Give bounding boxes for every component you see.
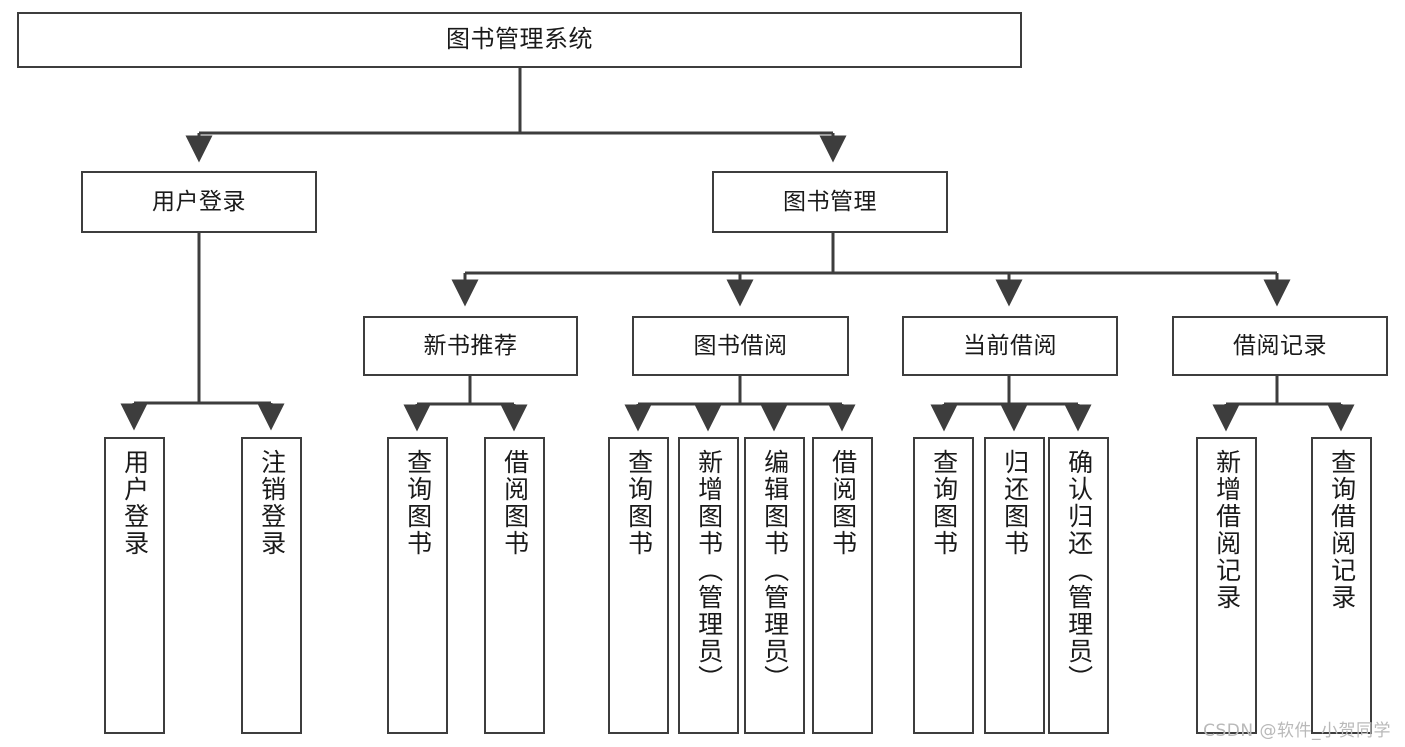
node-book-management[interactable]: 图书管理	[712, 171, 948, 233]
node-label: 归还图书	[1000, 449, 1030, 557]
node-label: 借阅记录	[1233, 332, 1327, 359]
node-new-book-recommend[interactable]: 新书推荐	[363, 316, 578, 376]
node-label: 图书借阅	[693, 332, 788, 359]
node-borrow-record[interactable]: 借阅记录	[1172, 316, 1388, 376]
node-label: 新增图书（管理员）	[694, 449, 724, 692]
node-label: 查询图书	[624, 449, 654, 557]
node-root-system[interactable]: 图书管理系统	[17, 12, 1022, 68]
node-book-borrow[interactable]: 图书借阅	[632, 316, 849, 376]
leaf-record-add-record[interactable]: 新增借阅记录	[1196, 437, 1257, 734]
leaf-current-return-book[interactable]: 归还图书	[984, 437, 1045, 734]
node-label: 图书管理	[783, 188, 877, 215]
node-label: 注销登录	[257, 449, 287, 557]
node-label: 借阅图书	[828, 449, 858, 557]
leaf-borrow-edit-book-admin[interactable]: 编辑图书（管理员）	[744, 437, 805, 734]
leaf-record-query-record[interactable]: 查询借阅记录	[1311, 437, 1372, 734]
node-label: 新书推荐	[423, 332, 518, 359]
leaf-user-login-logout[interactable]: 注销登录	[241, 437, 302, 734]
node-label: 确认归还（管理员）	[1064, 449, 1094, 692]
leaf-recommend-borrow-book[interactable]: 借阅图书	[484, 437, 545, 734]
node-label: 用户登录	[120, 449, 150, 557]
node-label: 编辑图书（管理员）	[760, 449, 790, 692]
leaf-user-login-login[interactable]: 用户登录	[104, 437, 165, 734]
leaf-borrow-query-book[interactable]: 查询图书	[608, 437, 669, 734]
csdn-watermark: CSDN @软件_小贺同学	[1203, 721, 1391, 741]
leaf-current-query-book[interactable]: 查询图书	[913, 437, 974, 734]
node-label: 用户登录	[152, 188, 246, 215]
node-label: 图书管理系统	[446, 25, 593, 54]
node-label: 借阅图书	[500, 449, 530, 557]
leaf-recommend-query-book[interactable]: 查询图书	[387, 437, 448, 734]
node-label: 查询图书	[929, 449, 959, 557]
node-label: 新增借阅记录	[1212, 449, 1242, 611]
leaf-borrow-add-book-admin[interactable]: 新增图书（管理员）	[678, 437, 739, 734]
node-label: 查询图书	[403, 449, 433, 557]
node-current-borrow[interactable]: 当前借阅	[902, 316, 1118, 376]
node-user-login[interactable]: 用户登录	[81, 171, 317, 233]
leaf-current-confirm-return-admin[interactable]: 确认归还（管理员）	[1048, 437, 1109, 734]
node-label: 查询借阅记录	[1327, 449, 1357, 611]
leaf-borrow-borrow-book[interactable]: 借阅图书	[812, 437, 873, 734]
node-label: 当前借阅	[963, 332, 1057, 359]
